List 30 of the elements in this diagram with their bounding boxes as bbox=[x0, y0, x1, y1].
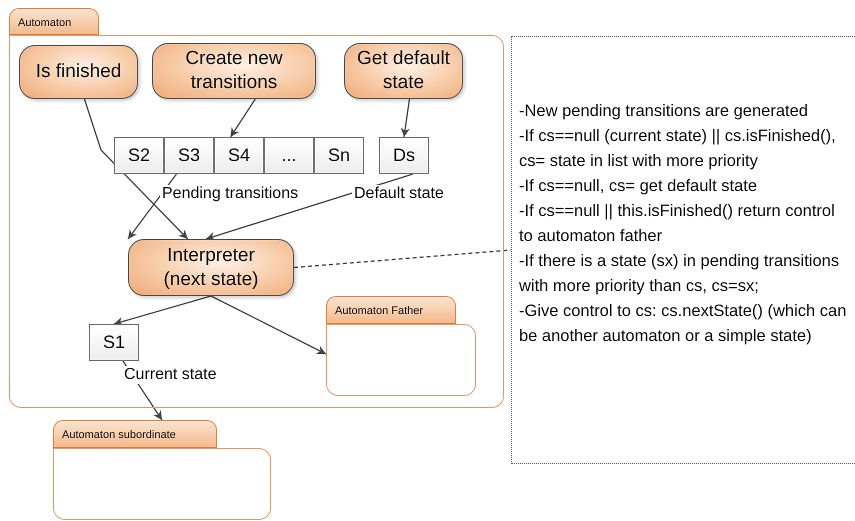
process-box: Get default state bbox=[344, 43, 463, 99]
dashed-connector bbox=[294, 249, 512, 268]
note-text: -If cs==null (current state) || cs.isFinished(), cs= state in list with more priority bbox=[519, 126, 837, 172]
state-box: Sn bbox=[314, 137, 364, 174]
process-box: Create new transitions bbox=[152, 43, 316, 99]
package-tab: Automaton subordinate bbox=[53, 420, 217, 449]
note-text: -Give control to cs: cs.nextState() (which can be another automaton or a simple state) bbox=[519, 301, 848, 347]
state-box: S3 bbox=[164, 137, 214, 174]
note-box bbox=[511, 36, 855, 464]
note-text: -New pending transitions are generated bbox=[519, 101, 809, 122]
package-tab: Automaton bbox=[9, 8, 99, 36]
package-tab: Automaton Father bbox=[326, 296, 456, 325]
arrow bbox=[230, 98, 256, 138]
arrow bbox=[210, 295, 326, 355]
state-box: S2 bbox=[114, 137, 164, 174]
state-box: ... bbox=[264, 137, 314, 174]
arrow bbox=[400, 98, 410, 138]
arrow bbox=[114, 295, 212, 326]
arrow bbox=[84, 98, 188, 240]
state-box: S1 bbox=[89, 324, 139, 361]
state-box: Ds bbox=[379, 137, 429, 174]
note-text: -If there is a state (sx) in pending transitions with more priority than cs, cs=sx; bbox=[519, 251, 840, 297]
state-box: S4 bbox=[214, 137, 264, 174]
list-caption: Pending transitions bbox=[160, 185, 300, 203]
process-box: Interpreter (next state) bbox=[128, 239, 294, 296]
note-text: -If cs==null || this.isFinished() return control to automaton father bbox=[519, 201, 836, 247]
process-box: Is finished bbox=[19, 45, 138, 99]
note-text: -If cs==null, cs= get default state bbox=[519, 176, 758, 197]
state-caption: Current state bbox=[122, 366, 218, 384]
arrow bbox=[206, 173, 414, 241]
